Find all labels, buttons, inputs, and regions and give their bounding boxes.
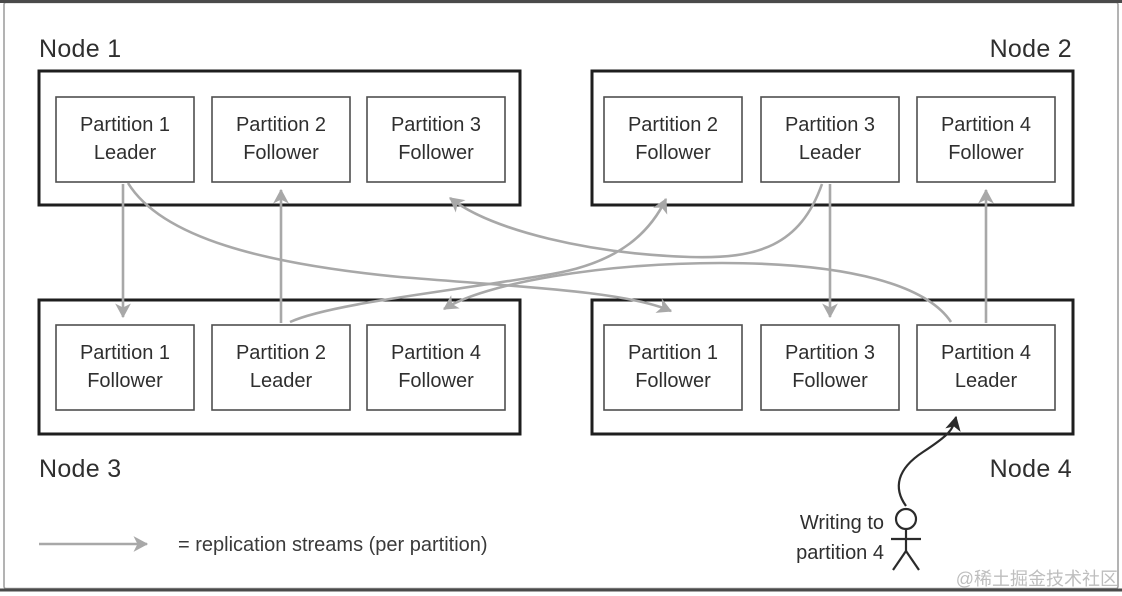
watermark: @稀土掘金技术社区 bbox=[956, 569, 1118, 589]
partition-card: Partition 1 Leader bbox=[55, 96, 195, 183]
partition-box bbox=[366, 324, 506, 411]
partition-box bbox=[760, 96, 900, 183]
partition-name: Partition 2 bbox=[236, 114, 326, 136]
partition-name: Partition 2 bbox=[628, 114, 718, 136]
partition-name: Partition 3 bbox=[391, 114, 481, 136]
partition-card: Partition 4 Follower bbox=[366, 324, 506, 411]
partition-card: Partition 2 Follower bbox=[211, 96, 351, 183]
node-2-label: Node 2 bbox=[990, 35, 1072, 63]
partition-role: Leader bbox=[799, 142, 862, 164]
partition-name: Partition 2 bbox=[236, 342, 326, 364]
node-2: Node 2 Partition 2 Follower Partition 3 … bbox=[590, 35, 1075, 207]
partition-card: Partition 2 Leader bbox=[211, 324, 351, 411]
partition-box bbox=[760, 324, 900, 411]
partition-name: Partition 1 bbox=[80, 342, 170, 364]
legend: = replication streams (per partition) bbox=[39, 534, 488, 556]
node-3: Node 3 Partition 1 Follower Partition 2 … bbox=[37, 298, 522, 483]
legend-label: = replication streams (per partition) bbox=[178, 534, 488, 556]
partition-box bbox=[211, 96, 351, 183]
partition-box bbox=[55, 96, 195, 183]
partition-role: Leader bbox=[250, 370, 313, 392]
stream-arrow-p4-n4-to-n3 bbox=[443, 261, 953, 323]
partition-box bbox=[211, 324, 351, 411]
partition-card: Partition 3 Leader bbox=[760, 96, 900, 183]
writer-arrow bbox=[897, 415, 961, 507]
node-4-label: Node 4 bbox=[990, 455, 1072, 483]
partition-box bbox=[603, 324, 743, 411]
stream-arrow-p1-n1-to-n4 bbox=[126, 182, 673, 313]
partition-name: Partition 3 bbox=[785, 114, 875, 136]
partition-role: Follower bbox=[398, 370, 474, 392]
node-3-label: Node 3 bbox=[39, 455, 121, 483]
partition-card: Partition 1 Follower bbox=[55, 324, 195, 411]
partition-card: Partition 2 Follower bbox=[603, 96, 743, 183]
node-4: Node 4 Partition 1 Follower Partition 3 … bbox=[590, 298, 1075, 483]
partition-name: Partition 3 bbox=[785, 342, 875, 364]
partition-box bbox=[916, 96, 1056, 183]
partition-role: Leader bbox=[955, 370, 1018, 392]
partition-box bbox=[603, 96, 743, 183]
partition-name: Partition 4 bbox=[941, 114, 1031, 136]
partition-name: Partition 1 bbox=[628, 342, 718, 364]
writer-label-line1: Writing to bbox=[800, 512, 884, 534]
replication-streams bbox=[115, 182, 994, 324]
partition-box bbox=[366, 96, 506, 183]
partition-role: Follower bbox=[792, 370, 868, 392]
partition-role: Follower bbox=[87, 370, 163, 392]
partition-role: Follower bbox=[635, 142, 711, 164]
partition-name: Partition 4 bbox=[941, 342, 1031, 364]
partition-card: Partition 1 Follower bbox=[603, 324, 743, 411]
partition-role: Follower bbox=[398, 142, 474, 164]
partition-name: Partition 1 bbox=[80, 114, 170, 136]
partition-card: Partition 3 Follower bbox=[366, 96, 506, 183]
stream-arrow-p3-n2-to-n1 bbox=[449, 183, 824, 259]
partition-card: Partition 3 Follower bbox=[760, 324, 900, 411]
partition-role: Follower bbox=[635, 370, 711, 392]
partition-card: Partition 4 Follower bbox=[916, 96, 1056, 183]
partition-name: Partition 4 bbox=[391, 342, 481, 364]
partition-role: Leader bbox=[94, 142, 157, 164]
stream-arrow-p2-n3-to-n2 bbox=[289, 197, 668, 324]
node-1-label: Node 1 bbox=[39, 35, 121, 63]
partition-box bbox=[55, 324, 195, 411]
partition-role: Follower bbox=[948, 142, 1024, 164]
writer-annotation: Writing to partition 4 bbox=[796, 415, 961, 571]
partition-box bbox=[916, 324, 1056, 411]
node-1: Node 1 Partition 1 Leader Partition 2 Fo… bbox=[37, 35, 522, 207]
partition-card: Partition 4 Leader bbox=[916, 324, 1056, 411]
writer-label-line2: partition 4 bbox=[796, 542, 884, 564]
partition-role: Follower bbox=[243, 142, 319, 164]
stick-figure-icon bbox=[891, 507, 921, 571]
